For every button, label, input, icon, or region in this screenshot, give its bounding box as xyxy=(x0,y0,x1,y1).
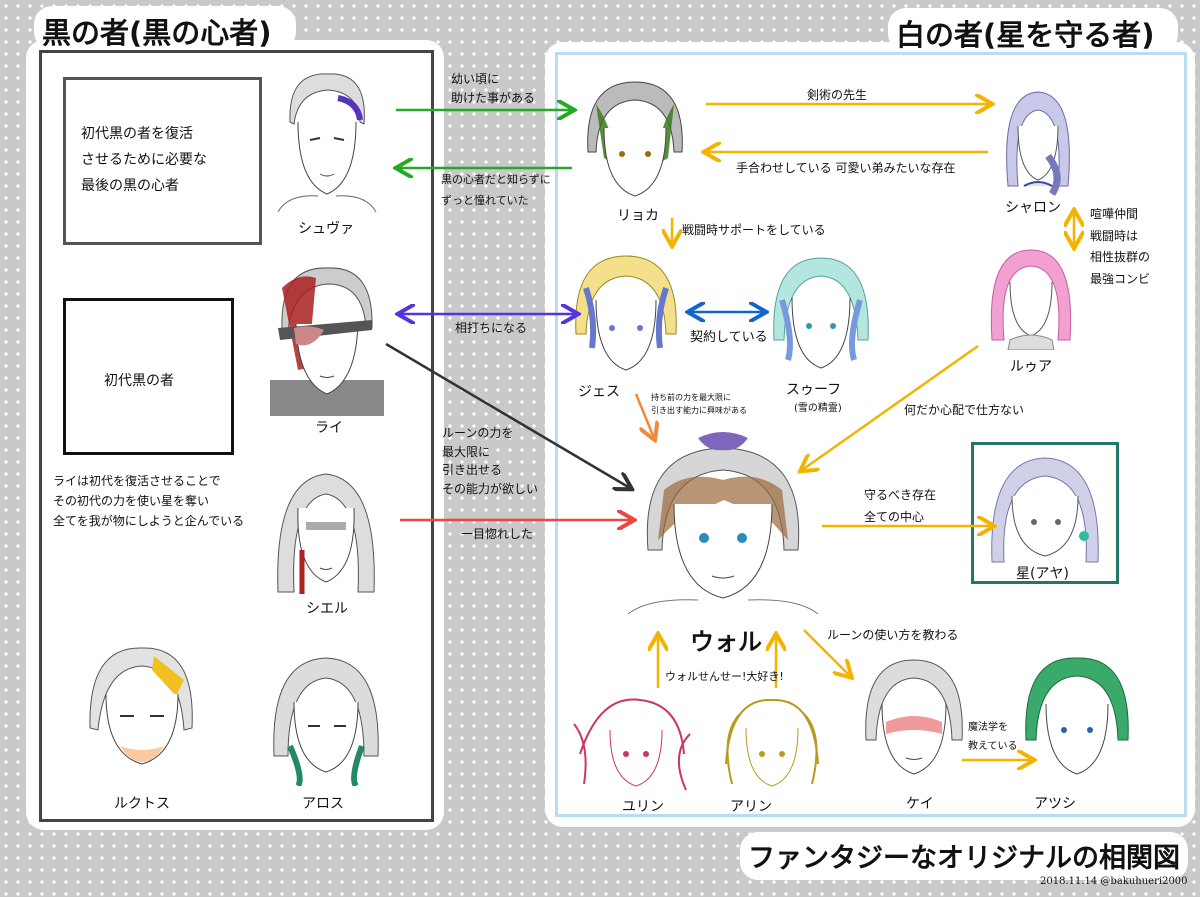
rai-plan-note: ライは初代を復活させることで その初代の力を使い星を奪い 全てを我が物にしようと… xyxy=(53,472,244,531)
kei-portrait xyxy=(856,650,972,786)
rai-plan-line-3: 全てを我が物にしようと企んでいる xyxy=(53,513,245,528)
atsushi-portrait xyxy=(1018,650,1136,786)
rai-plan-line-1: ライは初代を復活させることで xyxy=(53,474,221,488)
first-black-box xyxy=(63,298,234,455)
label-protect-2: 全ての中心 xyxy=(864,510,925,525)
label-worried: 何だか心配で仕方ない xyxy=(904,403,1025,417)
label-teach-magic-2: 教えている xyxy=(968,741,1018,752)
rai-name: ライ xyxy=(315,420,343,436)
hoshi-name: 星(アヤ) xyxy=(1016,566,1069,582)
label-admired: 黒の心者だと知らずに ずっと憧れていた xyxy=(441,170,551,212)
label-rune-power-2: 最大限に xyxy=(442,444,491,459)
white-heading: 白の者(星を守る者) xyxy=(896,18,1155,52)
hoshi-portrait xyxy=(984,452,1106,564)
label-quarrel-1: 喧嘩仲間 xyxy=(1090,207,1139,221)
last-heart-line-2: させるために必要な xyxy=(81,151,207,168)
woru-name: ウォル xyxy=(690,628,762,656)
label-interest-2: 引き出す能力に興味がある xyxy=(651,405,747,415)
ryoka-name: リョカ xyxy=(617,208,659,224)
suufu-subtitle: (雪の精霊) xyxy=(794,403,842,414)
arin-name: アリン xyxy=(730,799,772,815)
label-quarrel-3: 相性抜群の xyxy=(1090,250,1151,265)
arosu-name: アロス xyxy=(302,796,344,812)
title-bg xyxy=(740,832,1188,880)
label-rune-power-4: その能力が欲しい xyxy=(442,481,539,496)
label-sparring: 手合わせしている 可愛い弟みたいな存在 xyxy=(736,161,956,175)
rai-portrait xyxy=(268,258,386,416)
rukutosu-portrait xyxy=(80,636,204,776)
label-saved-young-2: 助けた事がある xyxy=(451,90,536,105)
yurin-name: ユリン xyxy=(622,799,664,815)
atsushi-name: アツシ xyxy=(1034,796,1076,812)
label-rune-power: ルーンの力を 最大限に 引き出せる その能力が欲しい xyxy=(442,424,538,498)
credit-text: 2018.11.14 @bakuhueri2000 xyxy=(1040,876,1188,887)
kei-name: ケイ xyxy=(906,796,934,812)
label-interest: 持ち前の力を最大限に 引き出す能力に興味がある xyxy=(651,392,747,418)
label-saved-young-1: 幼い頃に xyxy=(451,72,500,86)
last-heart-note: 初代黒の者を復活 させるために必要な 最後の黒の心者 xyxy=(81,122,207,200)
shieru-name: シエル xyxy=(306,601,348,617)
suufu-portrait xyxy=(764,250,878,374)
last-heart-note-box xyxy=(63,77,262,245)
arin-portrait xyxy=(710,694,834,794)
label-battle-support: 戦闘時サポートをしている xyxy=(682,223,826,237)
suufu-name: スゥーフ xyxy=(786,382,842,398)
rai-plan-line-2: その初代の力を使い星を奪い xyxy=(53,493,210,508)
label-interest-1: 持ち前の力を最大限に xyxy=(651,393,731,402)
label-rivals: 相打ちになる xyxy=(455,321,528,335)
label-admired-1: 黒の心者だと知らずに xyxy=(441,173,551,186)
label-teaches-runes: ルーンの使い方を教わる xyxy=(827,628,959,642)
black-heading-bg xyxy=(34,6,296,50)
label-protect: 守るべき存在 全ての中心 xyxy=(864,484,936,528)
diagram-title: ファンタジーなオリジナルの相関図 xyxy=(748,843,1180,874)
white-heading-bg xyxy=(888,8,1178,52)
last-heart-line-3: 最後の黒の心者 xyxy=(81,177,179,194)
woru-portrait xyxy=(628,430,818,614)
yurin-portrait xyxy=(570,694,700,794)
ruua-portrait xyxy=(984,244,1078,350)
label-contract: 契約している xyxy=(690,330,768,345)
label-quarrel-2: 戦闘時は xyxy=(1090,228,1139,243)
sharon-portrait xyxy=(994,86,1082,196)
jesu-name: ジェス xyxy=(578,384,620,400)
label-teach-magic: 魔法学を 教えている xyxy=(968,718,1018,756)
shuva-portrait xyxy=(268,62,386,212)
label-rune-power-3: 引き出せる xyxy=(442,463,503,478)
label-love-sensei: ウォルせんせー!大好き! xyxy=(665,670,784,683)
label-sword-teacher: 剣術の先生 xyxy=(807,88,868,102)
label-protect-1: 守るべき存在 xyxy=(864,488,937,502)
black-heading: 黒の者(黒の心者) xyxy=(42,16,272,50)
label-saved-young: 幼い頃に 助けた事がある xyxy=(451,70,535,107)
rukutosu-name: ルクトス xyxy=(114,796,170,812)
shieru-portrait xyxy=(266,460,386,596)
jesu-portrait xyxy=(566,248,686,376)
ruua-name: ルゥア xyxy=(1010,359,1052,375)
sharon-name: シャロン xyxy=(1005,200,1061,216)
label-quarrel: 喧嘩仲間 戦闘時は 相性抜群の 最強コンビ xyxy=(1090,204,1150,290)
label-rune-power-1: ルーンの力を xyxy=(442,426,514,440)
last-heart-line-1: 初代黒の者を復活 xyxy=(81,126,193,142)
first-black-label: 初代黒の者 xyxy=(104,373,174,389)
arosu-portrait xyxy=(264,646,388,786)
ryoka-portrait xyxy=(576,74,694,202)
label-quarrel-4: 最強コンビ xyxy=(1090,271,1151,286)
label-admired-2: ずっと憧れていた xyxy=(441,193,529,207)
shuva-name: シュヴァ xyxy=(298,221,354,237)
label-teach-magic-1: 魔法学を xyxy=(968,722,1008,733)
label-love-at-first: 一目惚れした xyxy=(461,527,534,541)
